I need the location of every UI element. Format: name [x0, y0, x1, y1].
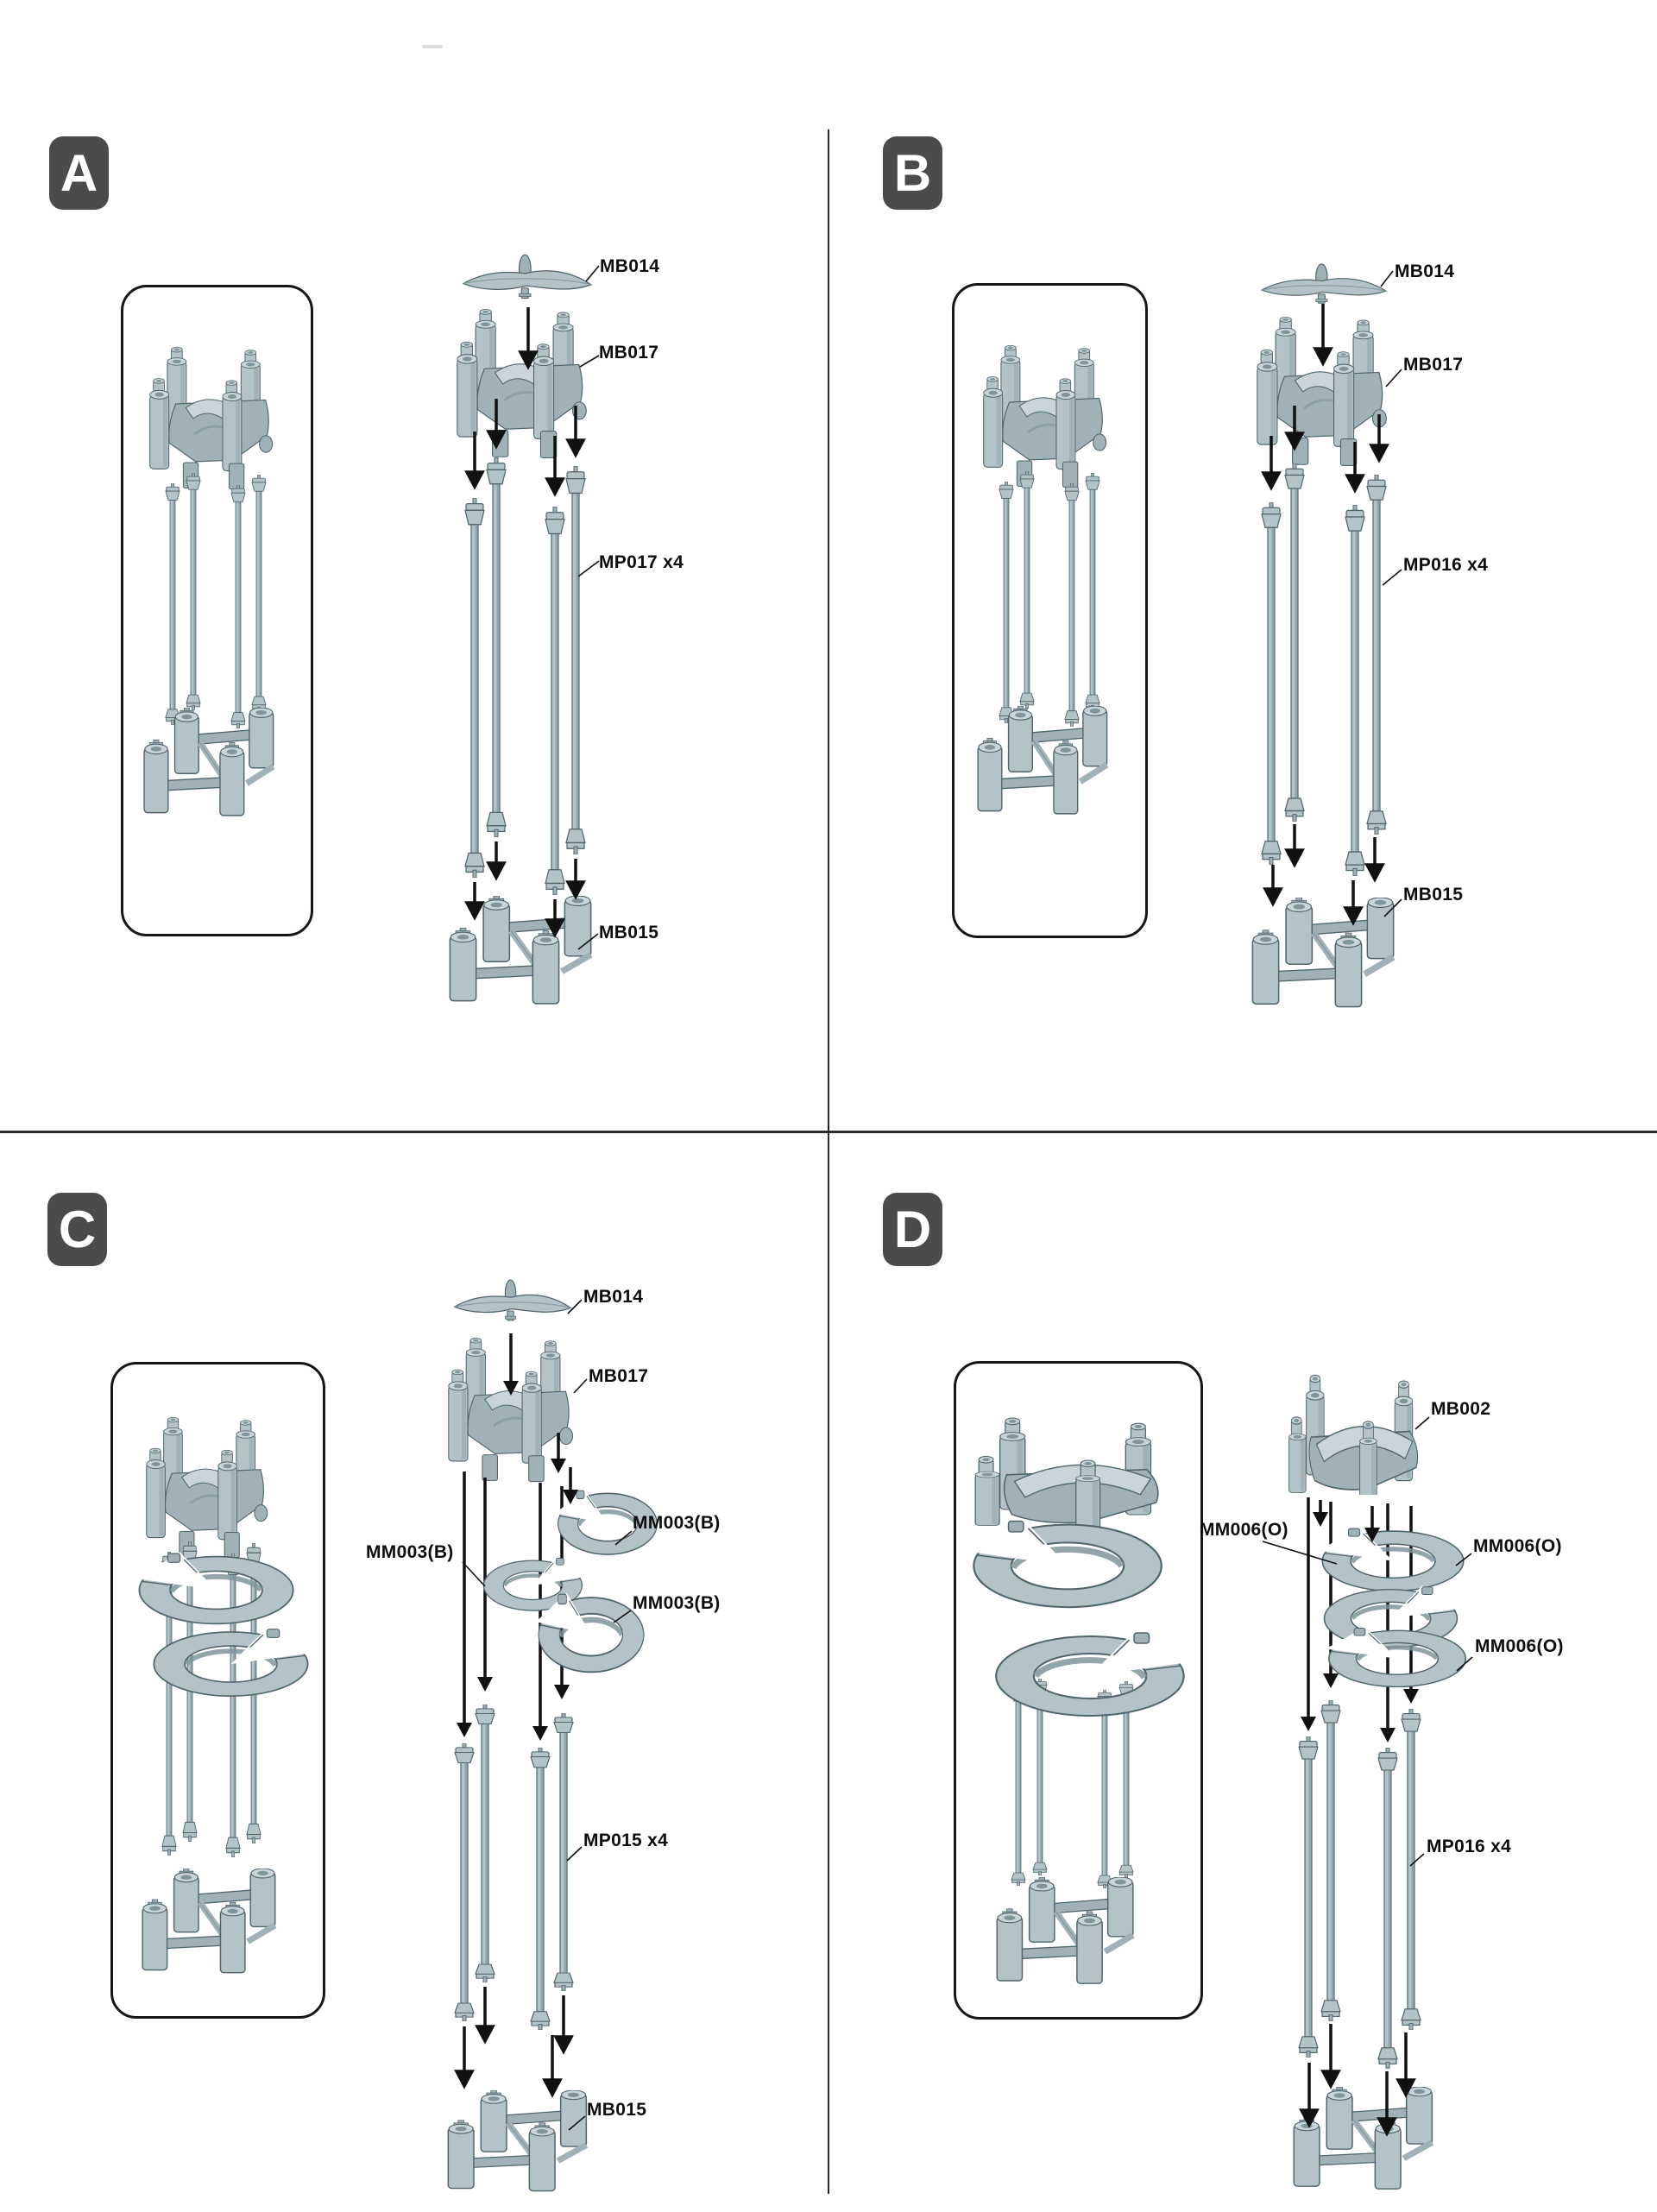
assembly-arrows-d	[1300, 2024, 1415, 2135]
step-badge-a: A	[49, 136, 109, 210]
mb014-part-b	[1261, 263, 1387, 304]
mm006o-spiral-1-d	[1319, 1528, 1464, 1591]
step-badge-c: C	[47, 1193, 107, 1266]
leader-lines-a	[577, 265, 600, 950]
result-box-b	[952, 283, 1148, 938]
mp016-rods-d	[1298, 1700, 1421, 2069]
mp015-rods-c	[454, 1705, 574, 2030]
part-label-d-mm006o-2: MM006(O)	[1473, 1536, 1562, 1556]
scan-artifact	[422, 45, 443, 48]
result-box-a	[121, 285, 313, 936]
part-label-b-mp016: MP016 x4	[1403, 555, 1489, 575]
base-part-d	[1294, 2087, 1432, 2189]
mm003b-spiral-3-c	[536, 1592, 644, 1672]
mb015-part-a	[450, 896, 590, 1004]
step-badge-d: D	[883, 1193, 942, 1266]
mb015-part-b	[1252, 898, 1393, 1007]
assembly-arrows-a	[465, 307, 585, 936]
part-label-c-mm003b-3: MM003(B)	[633, 1593, 721, 1613]
mb015-part-c	[448, 2090, 586, 2191]
arrowheads-d	[1301, 1512, 1419, 1743]
mb017-part-a	[457, 309, 586, 457]
part-label-d-mm006o-3: MM006(O)	[1475, 1636, 1564, 1656]
part-label-a-mp017: MP017 x4	[599, 552, 684, 572]
part-label-c-mm003b-1: MM003(B)	[633, 1513, 721, 1533]
part-label-c-mb017: MB017	[589, 1366, 649, 1386]
part-label-d-mb002: MB002	[1431, 1399, 1491, 1419]
part-label-c-mb015: MB015	[587, 2100, 647, 2120]
mp017-rods-a	[464, 457, 586, 895]
result-box-c	[110, 1362, 325, 2019]
part-label-a-mb015: MB015	[599, 923, 659, 942]
vertical-divider	[828, 129, 829, 2194]
mm006o-spiral-2-d	[1325, 1585, 1461, 1648]
leader-lines-c	[462, 1299, 633, 2131]
mb017-part-c	[449, 1338, 573, 1481]
leader-lines-d	[1262, 1416, 1473, 1867]
assembly-arrows-b	[1262, 304, 1389, 924]
mb014-part-a	[463, 254, 592, 299]
mb002-part-d	[1289, 1375, 1418, 1497]
part-label-c-mp015: MP015 x4	[583, 1831, 669, 1850]
part-label-a-mb017: MB017	[599, 343, 659, 362]
step-badge-b: B	[883, 136, 942, 210]
assembly-arrows-c	[455, 1987, 573, 2096]
part-label-d-mm006o-1: MM006(O)	[1200, 1520, 1288, 1540]
mb017-part-b	[1257, 317, 1386, 465]
result-box-d	[954, 1361, 1203, 2020]
horizontal-divider	[0, 1131, 1657, 1133]
guide-lines-d	[1307, 1497, 1413, 1728]
part-label-a-mb014: MB014	[600, 256, 660, 276]
leader-lines-b	[1380, 270, 1402, 917]
guide-lines-c	[463, 1333, 572, 1726]
part-label-d-mp016: MP016 x4	[1427, 1837, 1512, 1856]
part-label-b-mb015: MB015	[1403, 885, 1464, 904]
arrowheads-c	[457, 1381, 578, 1741]
part-label-b-mb014: MB014	[1395, 262, 1455, 281]
mm003b-spiral-2-c	[484, 1557, 585, 1610]
part-label-b-mb017: MB017	[1403, 355, 1464, 375]
part-label-c-mb014: MB014	[583, 1287, 644, 1307]
mm006o-spiral-3-d	[1326, 1627, 1465, 1686]
mb014-part-c	[454, 1279, 571, 1321]
mp016-rods-b	[1261, 463, 1387, 876]
part-label-c-mm003b-2: MM003(B)	[366, 1542, 454, 1562]
